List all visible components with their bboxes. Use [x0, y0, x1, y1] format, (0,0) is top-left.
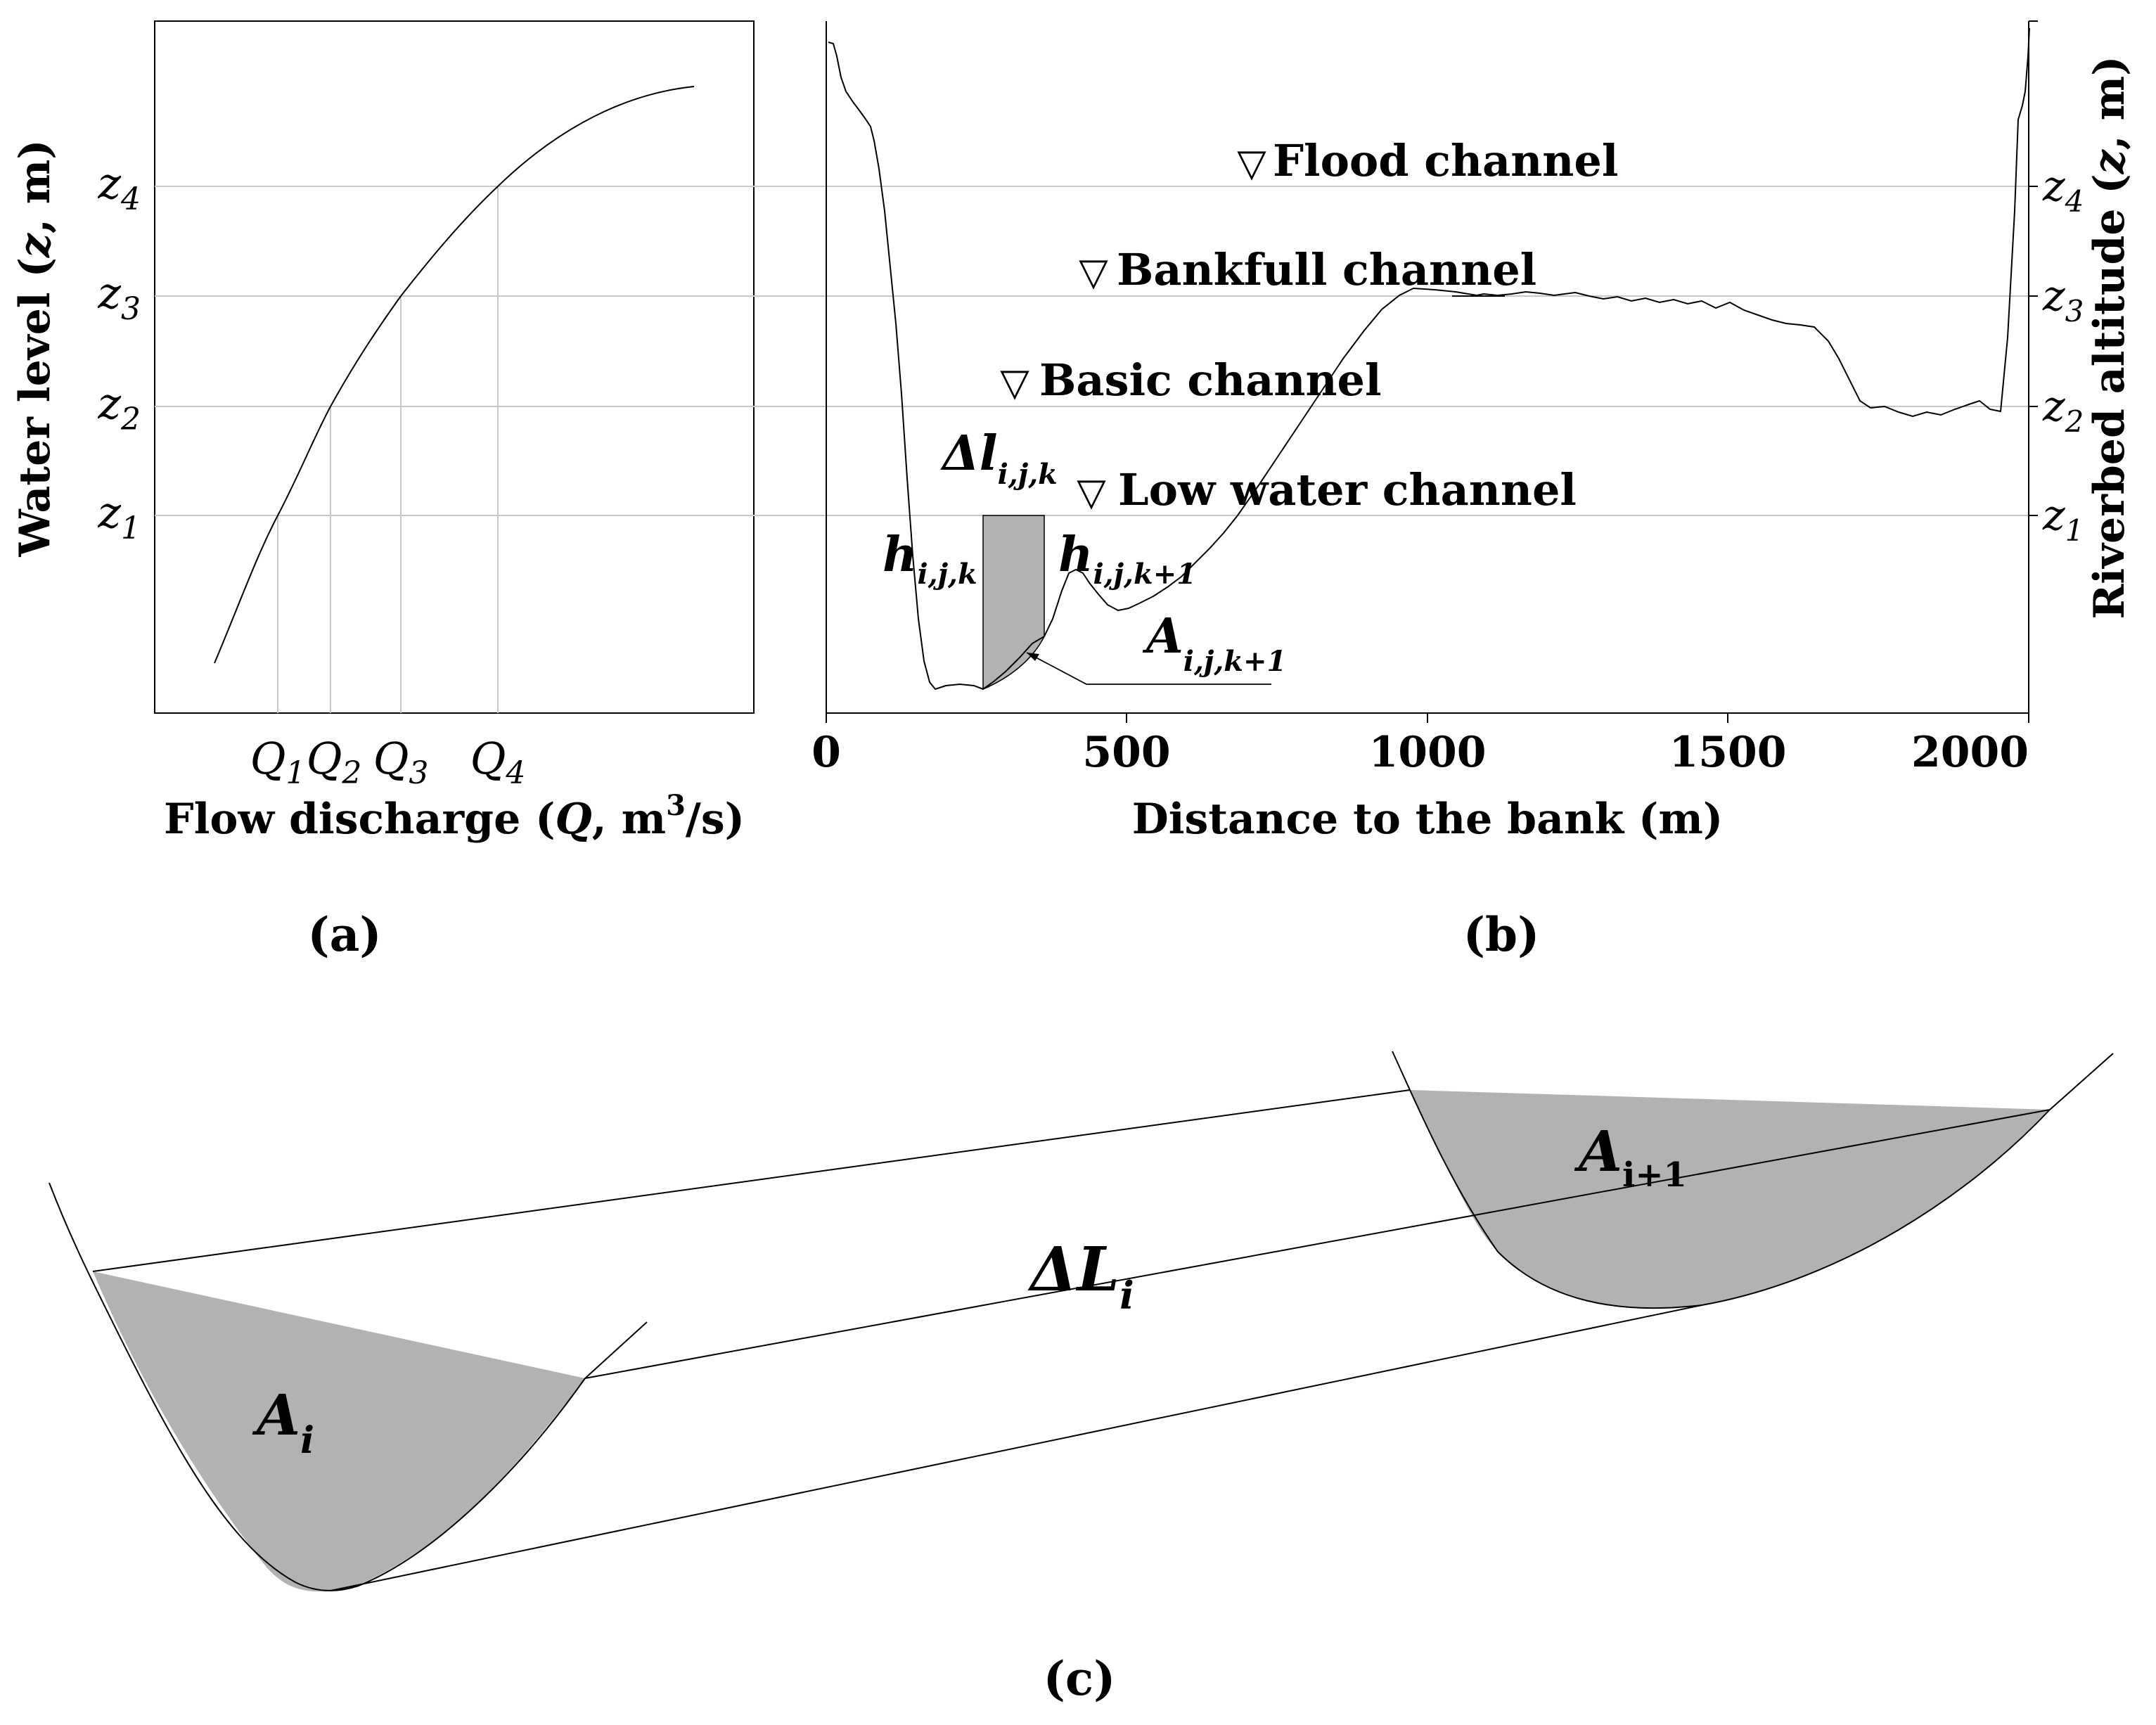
- low-water-channel-label: Low water channel: [1118, 464, 1577, 515]
- reach-line-top: [92, 1089, 1411, 1272]
- b-x-ticks: 0 500 1000 1500 2000: [811, 713, 2029, 777]
- caption-b: (b): [1463, 907, 1540, 962]
- panel-a-frame: [154, 20, 755, 714]
- bankfull-channel-label: Bankfull channel: [1117, 244, 1536, 295]
- x-tick-label-1000: 1000: [1369, 728, 1487, 777]
- low-water-marker: ▽: [1077, 470, 1106, 514]
- h-right-label: hi,j,k+1: [1058, 527, 1196, 591]
- q-tick-2: Q2: [307, 733, 362, 791]
- x-tick-label-500: 500: [1082, 728, 1170, 777]
- caption-c: (c): [1044, 1651, 1116, 1706]
- b-y-axis-label: Riverbed altitude (z, m): [2085, 56, 2134, 620]
- area-leader-arrow: [1027, 653, 1039, 661]
- b-z-tick-4: z4: [2042, 162, 2084, 219]
- a-z-tick-1: z1: [97, 487, 141, 546]
- bankfull-marker: ▽: [1079, 250, 1108, 294]
- b-z-tick-1: z1: [2042, 491, 2084, 548]
- basic-marker: ▽: [1000, 360, 1029, 404]
- q-tick-4: Q4: [470, 733, 526, 791]
- b-z-tick-2: z2: [2042, 382, 2084, 439]
- area-leader-line: [1026, 652, 1271, 685]
- a-z-tick-3: z3: [97, 267, 141, 327]
- basic-channel-label: Basic channel: [1039, 354, 1382, 406]
- area-label: Ai,j,k+1: [1142, 608, 1286, 678]
- reach-length-label: ΔLi: [1027, 1234, 1134, 1318]
- panel-a: Q1 Q2 Q3 Q4 z4 z3 z2 z1 Flow discharge (…: [11, 20, 2029, 962]
- caption-a: (a): [307, 907, 381, 962]
- reach-line-middle: [584, 1109, 2051, 1379]
- x-tick-label-0: 0: [811, 728, 841, 777]
- right-section-fill: [1410, 1090, 2050, 1309]
- flood-channel-label: Flood channel: [1273, 135, 1618, 186]
- a-x-axis-label: Flow discharge (Q, m3/s): [164, 789, 745, 844]
- delta-l-label: Δli,j,k: [940, 425, 1058, 491]
- rating-curve: [214, 86, 695, 664]
- x-tick-label-1500: 1500: [1669, 728, 1787, 777]
- h-left-label: hi,j,k: [883, 527, 977, 591]
- panel-b: 0 500 1000 1500 2000 z4 z3 z2 z1 ▽ Flood…: [811, 20, 2134, 962]
- left-section-outline: [49, 1182, 648, 1591]
- q-tick-3: Q3: [373, 733, 429, 791]
- reach-line-bottom: [330, 1304, 1702, 1591]
- x-tick-label-2000: 2000: [1911, 728, 2029, 777]
- a-z-tick-4: z4: [97, 158, 141, 217]
- a-z-tick-2: z2: [97, 378, 141, 437]
- b-z-tick-3: z3: [2042, 271, 2084, 328]
- area-i-label: Ai: [252, 1382, 314, 1462]
- q-tick-1: Q1: [250, 733, 306, 791]
- area-i1-label: Ai+1: [1574, 1118, 1687, 1195]
- left-section-fill: [93, 1271, 585, 1592]
- panel-c: Ai Ai+1 ΔLi (c): [49, 1051, 2114, 1706]
- right-section-outline: [1392, 1051, 2114, 1309]
- a-y-axis-label: Water level (z, m): [11, 139, 60, 557]
- b-x-axis-label: Distance to the bank (m): [1132, 795, 1724, 844]
- flood-marker: ▽: [1237, 141, 1266, 185]
- riverbed-profile: [828, 27, 2030, 691]
